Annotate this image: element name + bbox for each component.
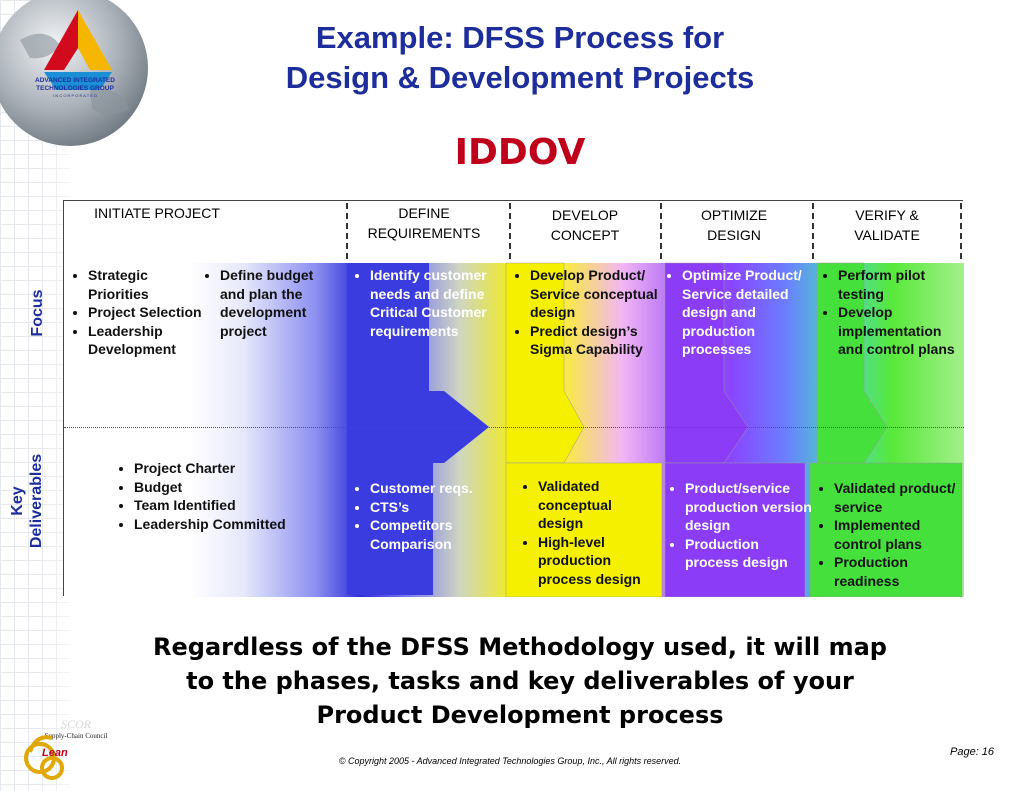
scc-lean-logo: SCOR Supply-Chain Council Lean xyxy=(24,717,108,780)
verify-deliverable-box xyxy=(809,462,963,597)
phase-divider xyxy=(509,203,511,259)
phase-arrows xyxy=(347,262,963,597)
list-item: Team Identified xyxy=(134,496,286,515)
row-label-key-line1: Key xyxy=(9,486,26,516)
phase-develop-line2: CONCEPT xyxy=(550,227,620,243)
scc-mark-text: SCOR xyxy=(61,717,92,731)
list-item: Production process design xyxy=(685,535,813,572)
focus-develop: Develop Product/ Service conceptual desi… xyxy=(512,266,664,359)
list-item: Customer reqs. xyxy=(370,479,502,498)
six-sigma-icon xyxy=(24,735,64,780)
scc-lean-text: Lean xyxy=(42,747,68,759)
scc-council-text: Supply-Chain Council xyxy=(45,732,108,740)
deliverables-optimize: Product/service production version desig… xyxy=(667,479,813,572)
deliverables-define: Customer reqs. CTS’s Competitors Compari… xyxy=(352,479,502,553)
list-item: Strategic Priorities xyxy=(88,266,202,303)
focus-define: Identify customer needs and define Criti… xyxy=(352,266,497,340)
title-line-2: Design & Development Projects xyxy=(285,60,755,95)
title-line-1: Example: DFSS Process for xyxy=(315,20,725,55)
company-logo: ADVANCED INTEGRATED TECHNOLOGIES GROUP I… xyxy=(0,0,148,146)
slide-title: Example: DFSS Process for Design & Devel… xyxy=(200,18,840,98)
list-item: Identify customer needs and define Criti… xyxy=(370,266,497,340)
deliverables-develop: Validated conceptual design High-level p… xyxy=(520,477,660,589)
row-label-key-line2: Deliverables xyxy=(28,453,45,549)
list-item: Project Selection xyxy=(88,303,202,322)
logo-triangle-icon xyxy=(44,10,112,90)
phase-initiate: INITIATE PROJECT xyxy=(94,205,220,221)
row-label-focus: Focus xyxy=(29,289,46,337)
phase-divider xyxy=(660,203,662,259)
summary-line-1: Regardless of the DFSS Methodology used,… xyxy=(153,633,887,661)
list-item: Leadership Development xyxy=(88,322,202,359)
phase-develop: DEVELOP CONCEPT xyxy=(512,205,658,245)
deliverables-initiate: Project Charter Budget Team Identified L… xyxy=(116,459,286,533)
deliverables-verify: Validated product/ service Implemented c… xyxy=(816,479,962,591)
focus-initiate-a: Strategic Priorities Project Selection L… xyxy=(70,266,202,359)
list-item: Production readiness xyxy=(834,553,962,590)
summary-statement: Regardless of the DFSS Methodology used,… xyxy=(80,630,960,732)
define-arrow xyxy=(347,263,489,463)
list-item: Define budget and plan the development p… xyxy=(220,266,337,340)
list-item: Develop implementation and control plans xyxy=(838,303,960,359)
focus-verify: Perform pilot testing Develop implementa… xyxy=(820,266,960,359)
list-item: Budget xyxy=(134,478,286,497)
row-divider xyxy=(64,427,964,428)
phase-divider xyxy=(960,203,962,259)
optimize-deliverable-box xyxy=(664,462,806,597)
list-item: Perform pilot testing xyxy=(838,266,960,303)
develop-deliverable-box xyxy=(505,462,663,597)
phase-define-line2: REQUIREMENTS xyxy=(367,225,481,241)
phase-verify: VERIFY & VALIDATE xyxy=(816,205,958,245)
phase-define: DEFINE REQUIREMENTS xyxy=(349,203,499,243)
phase-optimize-line1: OPTIMIZE xyxy=(700,207,768,223)
list-item: Predict design’s Sigma Capability xyxy=(530,322,664,359)
page-number: Page: 16 xyxy=(950,746,995,758)
list-item: High-level production process design xyxy=(538,533,660,589)
list-item: Validated conceptual design xyxy=(538,477,660,533)
logo-text-1: ADVANCED INTEGRATED xyxy=(35,77,115,84)
phase-optimize: OPTIMIZE DESIGN xyxy=(664,205,804,245)
phase-define-line1: DEFINE xyxy=(398,205,450,221)
define-deliverable-box xyxy=(347,463,433,595)
list-item: Leadership Committed xyxy=(134,515,286,534)
phase-verify-line2: VALIDATE xyxy=(854,227,920,243)
phase-develop-line1: DEVELOP xyxy=(551,207,619,223)
summary-line-3: Product Development process xyxy=(316,701,724,729)
list-item: Optimize Product/ Service detailed desig… xyxy=(682,266,810,359)
list-item: Validated product/ service xyxy=(834,479,962,516)
phase-optimize-line2: DESIGN xyxy=(707,227,761,243)
phase-divider xyxy=(346,203,348,259)
row-label-key-deliverables: Key Deliverables xyxy=(8,446,46,556)
iddov-subtitle: IDDOV xyxy=(454,132,586,173)
list-item: Develop Product/ Service conceptual desi… xyxy=(530,266,664,322)
list-item: Implemented control plans xyxy=(834,516,962,553)
iddov-diagram: INITIATE PROJECT DEFINE REQUIREMENTS DEV… xyxy=(63,200,964,597)
phase-header-area xyxy=(64,201,964,263)
list-item: Competitors Comparison xyxy=(370,516,502,553)
list-item: Project Charter xyxy=(134,459,286,478)
list-item: Product/service production version desig… xyxy=(685,479,813,535)
list-item: CTS’s xyxy=(370,498,502,517)
summary-line-2: to the phases, tasks and key deliverable… xyxy=(186,667,854,695)
phase-verify-line1: VERIFY & xyxy=(855,207,919,223)
focus-initiate-b: Define budget and plan the development p… xyxy=(202,266,337,340)
focus-optimize: Optimize Product/ Service detailed desig… xyxy=(664,266,810,359)
phase-divider xyxy=(812,203,814,259)
logo-text-3: I N C O R P O R A T E D xyxy=(53,93,97,98)
copyright-text: © Copyright 2005 - Advanced Integrated T… xyxy=(338,756,682,766)
logo-text-2: TECHNOLOGIES GROUP xyxy=(36,85,114,92)
